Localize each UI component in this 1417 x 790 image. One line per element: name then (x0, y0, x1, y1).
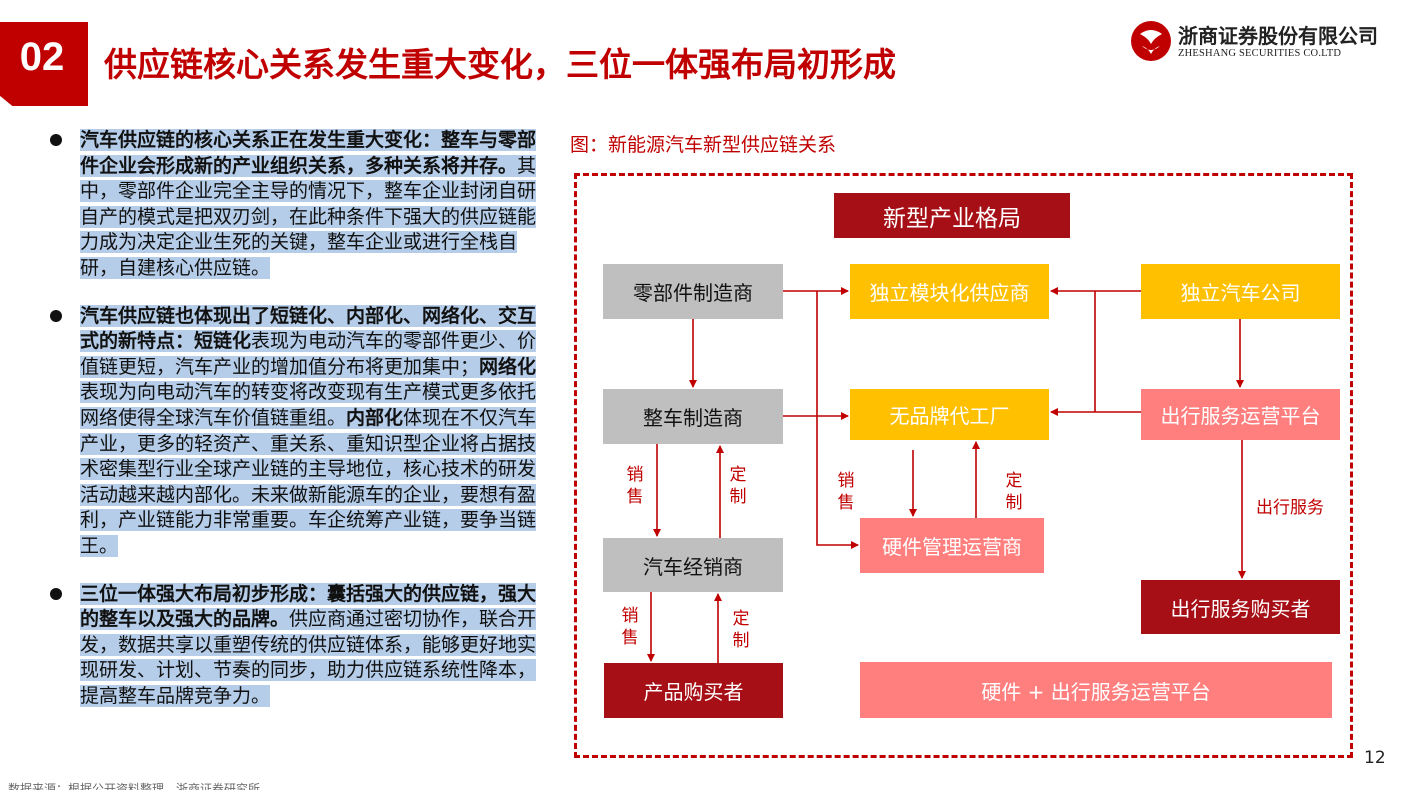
bullet-1-text: 其中，零部件企业完全主导的情况下，整车企业封闭自研自产的模式是把双刃剑，在此种条… (80, 154, 537, 279)
page-title: 供应链核心关系发生重大变化，三位一体强布局初形成 (104, 45, 896, 84)
box-new-pattern: 新型产业格局 (834, 193, 1070, 238)
bullet-item-3: 三位一体强大布局初步形成：囊括强大的供应链，强大的整车以及强大的品牌。供应商通过… (44, 582, 540, 710)
label-custom-2: 定 制 (1005, 471, 1023, 513)
bullet-1-bold: 汽车供应链的核心关系正在发生重大变化：整车与零部件企业会形成新的产业组织关系，多… (80, 129, 537, 177)
company-logo: 浙商证券股份有限公司 ZHESHANG SECURITIES CO.LTD (1130, 20, 1390, 66)
bullet-list: 汽车供应链的核心关系正在发生重大变化：整车与零部件企业会形成新的产业组织关系，多… (44, 128, 540, 731)
bullet-3-bold: 三位一体强大布局初步形成：囊括强大的供应链，强大的整车以及强大的品牌。 (80, 582, 537, 631)
box-hardware-operator: 硬件管理运营商 (860, 518, 1044, 573)
label-sale-2: 销 售 (837, 471, 855, 513)
box-mobility-buyer: 出行服务购买者 (1141, 580, 1340, 634)
footer-source: 数据来源：根据公开资料整理，浙商证券研究所 (8, 782, 261, 790)
label-custom-1: 定 制 (729, 465, 747, 507)
figure-caption: 图：新能源汽车新型供应链关系 (570, 134, 837, 156)
label-sale-3: 销 售 (621, 606, 639, 648)
bullet-2-internal: 内部化 (346, 406, 404, 429)
box-oem: 整车制造商 (603, 389, 783, 444)
bullet-dot (50, 134, 62, 146)
bullet-2-short-chain: 短链化 (194, 330, 252, 353)
label-mobility-service: 出行服务 (1256, 498, 1324, 518)
bullet-item-1: 汽车供应链的核心关系正在发生重大变化：整车与零部件企业会形成新的产业组织关系，多… (44, 128, 540, 282)
box-hardware-mobility-platform: 硬件 + 出行服务运营平台 (860, 662, 1332, 718)
bullet-2-internal-text: 体现在不仅汽车产业，更多的轻资产、重关系、重知识型企业将占据技术密集型行业全球产… (80, 406, 537, 557)
box-product-buyer: 产品购买者 (604, 663, 783, 718)
box-unbranded-factory: 无品牌代工厂 (850, 389, 1049, 440)
bullet-item-2: 汽车供应链也体现出了短链化、内部化、网络化、交互式的新特点：短链化表现为电动汽车… (44, 304, 540, 560)
label-custom-3: 定 制 (732, 609, 750, 651)
bullet-dot (50, 309, 62, 322)
box-dealer: 汽车经销商 (603, 538, 783, 592)
logo-chinese-name: 浙商证券股份有限公司 (1178, 24, 1378, 48)
box-module-supplier: 独立模块化供应商 (850, 264, 1049, 319)
bullet-2-bold: 汽车供应链也体现出了短链化、内部化、网络化、交互式的新特点： (80, 304, 537, 353)
box-independent-auto: 独立汽车公司 (1141, 264, 1340, 319)
box-parts-maker: 零部件制造商 (603, 264, 783, 319)
logo-english-name: ZHESHANG SECURITIES CO.LTD (1178, 48, 1342, 59)
diagram-frame (574, 173, 1353, 758)
bullet-2-network: 网络化 (479, 355, 537, 378)
page-number: 12 (1364, 748, 1386, 768)
label-sale-1: 销 售 (626, 465, 644, 507)
section-badge (0, 22, 88, 106)
box-mobility-platform: 出行服务运营平台 (1141, 389, 1340, 440)
zheshang-logo-icon (1131, 21, 1171, 61)
section-number: 02 (19, 35, 65, 79)
bullet-dot (50, 587, 62, 600)
